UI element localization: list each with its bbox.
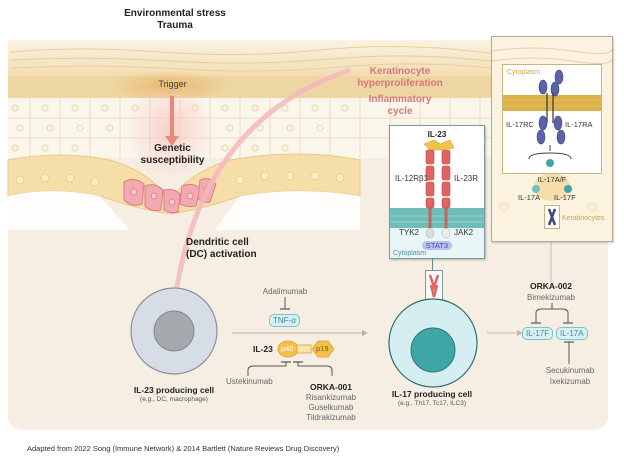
- il23-cytokine-label: IL-23: [253, 344, 273, 354]
- il17f-icon: [564, 185, 572, 193]
- il17rc-label: IL-17RC: [506, 120, 534, 129]
- basal-layer: [7, 153, 361, 215]
- bimekizumab-inhibition-lines: [531, 303, 573, 324]
- il17a-badge: IL-17A: [556, 327, 588, 340]
- il17-cell-title: IL-17 producing cell: [391, 389, 473, 399]
- inhibition-icon: [280, 297, 290, 310]
- il17rc-receptor-icon: [536, 79, 548, 145]
- il23r-receptor-icon: [441, 149, 451, 233]
- il23r-label: IL-23R: [454, 174, 479, 183]
- il17a-inhibition-line: [564, 341, 574, 364]
- il23-producing-cell: [130, 287, 218, 375]
- il17af-icon: [546, 159, 554, 167]
- il23-receptor-panel: IL-23 IL-12Rβ1 IL-23R TYK2 JAK2 STAT3 Cy…: [389, 125, 485, 259]
- tildrakizumab-label: Tildrakizumab: [306, 413, 356, 422]
- cytoplasm-label: Cytoplasm: [507, 69, 541, 76]
- jak2-icon: [441, 227, 451, 239]
- environmental-stress-label: Environmental stress: [124, 8, 226, 19]
- il23-receptor-diagram: [390, 126, 484, 239]
- p19-subunit-icon: [311, 340, 335, 358]
- dc-activation-line1: Dendritic cell: [186, 237, 249, 248]
- dc-activation-arrow: [172, 67, 351, 301]
- adalimumab-label: Adalimumab: [262, 287, 308, 296]
- il12rb1-label: IL-12Rβ1: [395, 174, 429, 183]
- bimekizumab-label: Bimekizumab: [526, 293, 575, 302]
- keratinocyte-background: [492, 47, 612, 212]
- susceptibility-label: susceptibility: [140, 155, 205, 166]
- stat3-badge: STAT3: [422, 241, 452, 250]
- secukinumab-label: Secukinumab: [545, 366, 595, 375]
- inflammatory-label: Inflammatory: [368, 94, 432, 105]
- il17a-ligand-label: IL-17A: [518, 193, 541, 202]
- chromosome-box: [544, 205, 560, 229]
- il23-label: IL-23: [427, 130, 447, 139]
- membrane: [390, 208, 484, 228]
- il17-receptor-box: Cytoplasm IL-17RC IL-17RA: [502, 64, 602, 174]
- il17-producing-cell: [388, 298, 478, 388]
- receptor-zoom-box: [425, 270, 443, 302]
- risankizumab-label: Risankizumab: [305, 393, 357, 402]
- nucleus: [410, 327, 456, 373]
- jak2-label: JAK2: [454, 228, 474, 237]
- keratinocyte-panel: Cytoplasm IL-17RC IL-17RA IL-17A/F IL-17…: [491, 36, 613, 242]
- nucleus: [153, 310, 195, 352]
- guselkumab-label: Guselkumab: [308, 403, 354, 412]
- il17ra-receptor-icon: [550, 69, 566, 145]
- dc-activation-line2: (DC) activation: [186, 249, 257, 260]
- ustekinumab-ORKA-inhibition-lines: [247, 361, 333, 376]
- il17-ligand-icons: [532, 185, 572, 193]
- il17a-icon: [532, 185, 540, 193]
- chromosome-icon: [547, 208, 557, 226]
- keratinocyte-label: Keratinocyte: [369, 66, 431, 77]
- p40-label: p40: [281, 344, 294, 353]
- orka-002-label: ORKA-002: [529, 281, 573, 291]
- tyk2-icon: [425, 227, 435, 239]
- il17f-badge: IL-17F: [522, 327, 554, 340]
- il17-receptor-diagram: [503, 69, 601, 167]
- tyk2-label: TYK2: [399, 228, 420, 237]
- genetic-label: Genetic: [154, 143, 191, 154]
- il17af-label: IL-17A/F: [537, 175, 567, 184]
- il17-cell-subtitle: (e.g., Th17, Tc17, ILC3): [397, 400, 467, 407]
- membrane: [503, 95, 601, 111]
- cycle-label: cycle: [387, 106, 413, 117]
- orka-001-label: ORKA-001: [309, 382, 353, 392]
- il12rb1-receptor-icon: [425, 149, 435, 233]
- source-footnote: Adapted from 2022 Song (Immune Network) …: [27, 444, 340, 453]
- trigger-label: Trigger: [158, 79, 187, 89]
- il23-receptor-mini-icon: [428, 274, 440, 298]
- tnf-alpha-badge: TNF-α: [269, 314, 300, 327]
- il17f-ligand-label: IL-17F: [554, 193, 576, 202]
- il23-cell-subtitle: (e.g., DC, macrophage): [140, 396, 208, 403]
- il17ra-label: IL-17RA: [565, 120, 593, 129]
- il23-heterodimer-icon: [277, 340, 335, 358]
- il23-cell-title: IL-23 producing cell: [133, 385, 215, 395]
- ixekizumab-label: Ixekizumab: [549, 377, 591, 386]
- trauma-label: Trauma: [157, 20, 193, 31]
- connector-line: [432, 258, 433, 270]
- keratinocytes-label: Keratinocytes: [562, 215, 605, 222]
- hyperproliferation-label: hyperproliferation: [357, 78, 443, 89]
- ustekinumab-label: Ustekinumab: [226, 377, 273, 386]
- p19-label: p19: [316, 344, 329, 353]
- cytoplasm-label: Cytoplasm: [393, 250, 427, 257]
